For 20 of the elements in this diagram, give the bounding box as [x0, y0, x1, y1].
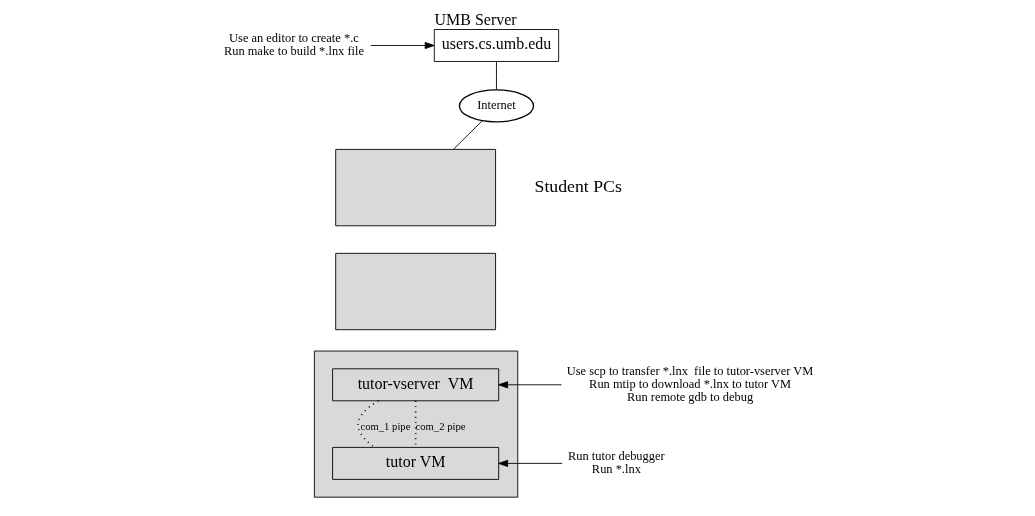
connector — [452, 120, 483, 150]
arrow — [497, 459, 563, 467]
edge-label: com_1 pipe — [359, 421, 410, 433]
cluster — [313, 350, 518, 498]
connector — [356, 400, 379, 449]
node-text: Use scp to transfer *.lnx file to tutor-vserver VM Run mtip to download *.lnx to tutor VM Run remote gdb to debug — [566, 363, 813, 405]
node-box: users.cs.umb.edu — [433, 29, 559, 62]
node-box — [334, 252, 496, 331]
edge-label: com_2 pipe — [415, 421, 465, 433]
node-box: tutor-vserver VM — [331, 368, 499, 402]
node-ellipse: Internet — [458, 89, 534, 123]
arrow — [369, 41, 434, 50]
node-text: Run tutor debugger Run *.lnx — [567, 449, 665, 477]
node-box: tutor VM — [331, 446, 499, 480]
node-box — [334, 148, 496, 227]
connector — [495, 61, 497, 90]
node-label: UMB Server — [434, 10, 517, 28]
arrow — [497, 381, 562, 389]
node-text: Use an editor to create *.c Run make to build *.lnx file — [223, 31, 364, 59]
label: Student PCs — [534, 176, 622, 197]
